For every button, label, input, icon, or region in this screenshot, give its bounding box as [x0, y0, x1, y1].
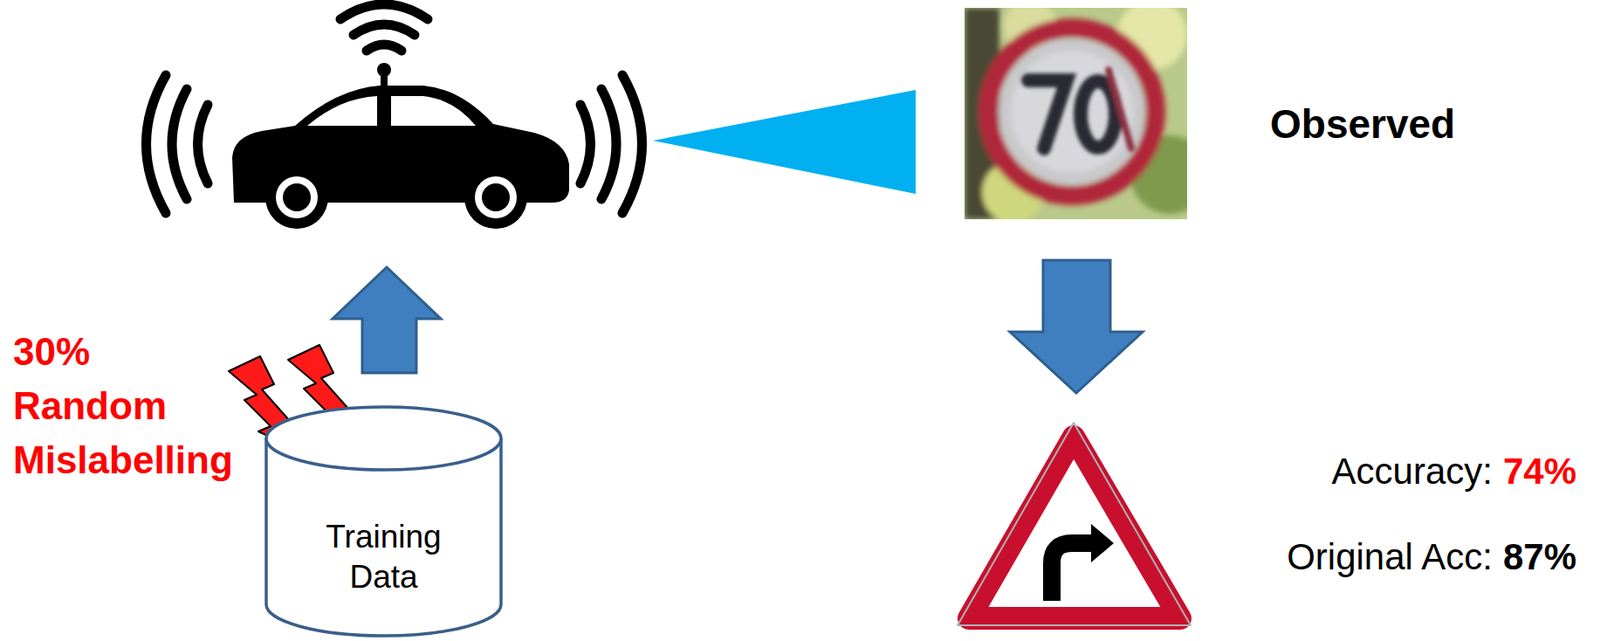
noise-note: 30% Random Mislabelling	[13, 324, 242, 488]
metric-row: Original Acc:87%	[1286, 535, 1577, 578]
observed-label: Observed	[1270, 99, 1550, 149]
database-cylinder: Training Data	[263, 403, 504, 639]
car-icon	[232, 62, 570, 229]
up-arrow	[332, 267, 441, 373]
curve-warning-sign	[957, 422, 1191, 625]
observed-photo	[964, 7, 1188, 220]
metric-name: Accuracy:	[1332, 450, 1493, 493]
metric-name: Original Acc:	[1286, 535, 1493, 578]
metric-row: Accuracy:74%	[1332, 450, 1577, 493]
down-arrow	[1009, 260, 1143, 393]
signal-arcs	[146, 4, 643, 213]
view-beam	[652, 89, 916, 194]
metric-value: 74%	[1503, 450, 1577, 493]
node-label: Training Data	[298, 516, 469, 598]
metric-value: 87%	[1503, 535, 1577, 578]
